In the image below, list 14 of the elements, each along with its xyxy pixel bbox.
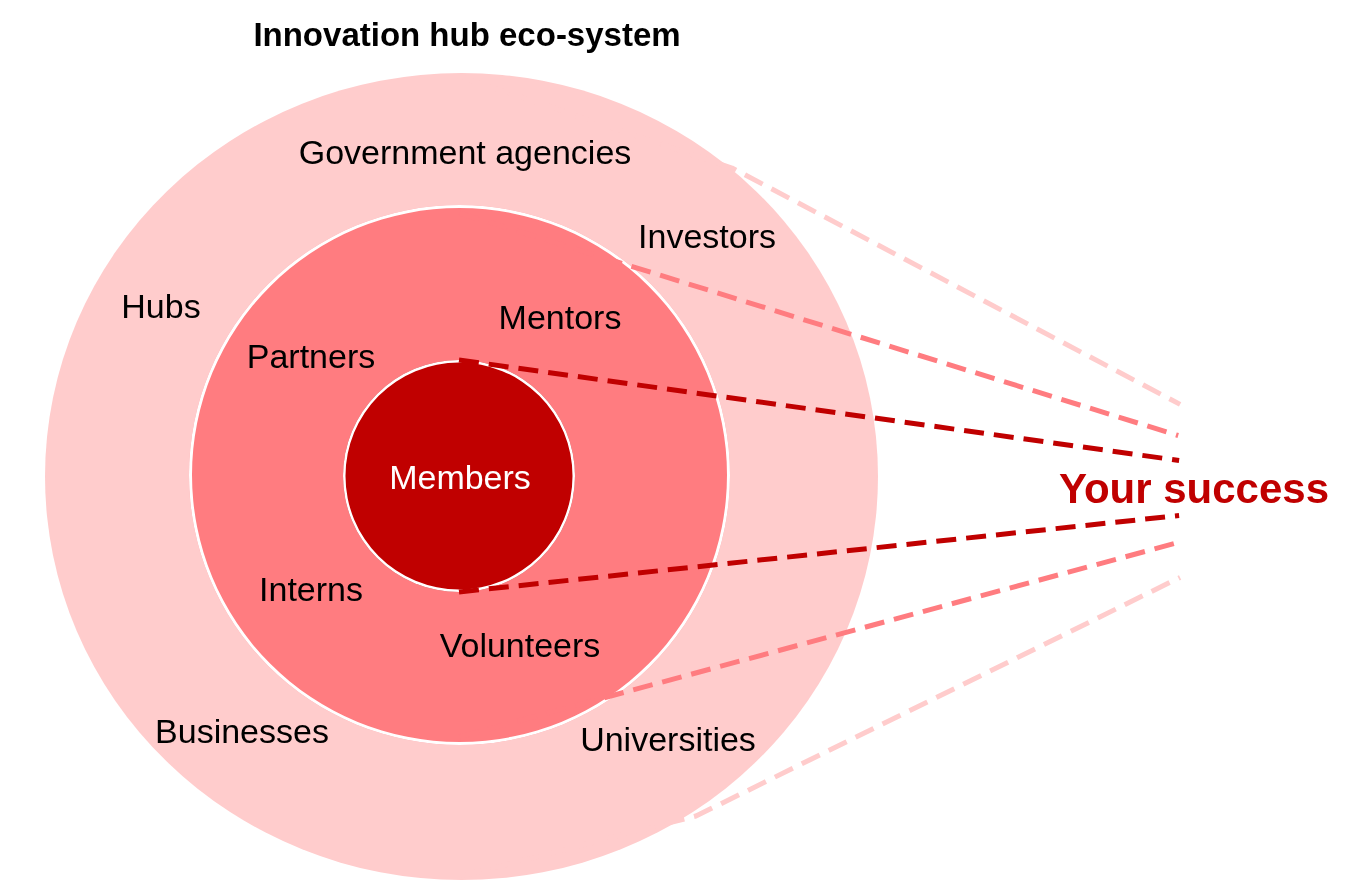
ring-label: Interns — [259, 570, 363, 610]
diagram-title: Innovation hub eco-system — [253, 15, 681, 55]
ring-label: Government agencies — [298, 133, 632, 173]
highlight-text: Your success — [1059, 460, 1329, 516]
ring-label: Businesses — [155, 712, 329, 752]
ring-label: Universities — [580, 720, 756, 760]
ring-label: Hubs — [121, 287, 201, 327]
dashed-line — [458, 357, 1180, 463]
circle-label: Members — [389, 458, 531, 498]
ring-label: Mentors — [498, 298, 622, 338]
ring-label: Partners — [246, 337, 376, 377]
dashed-line — [458, 513, 1180, 595]
ring-label: Investors — [638, 217, 776, 257]
ring-label: Volunteers — [439, 626, 601, 666]
